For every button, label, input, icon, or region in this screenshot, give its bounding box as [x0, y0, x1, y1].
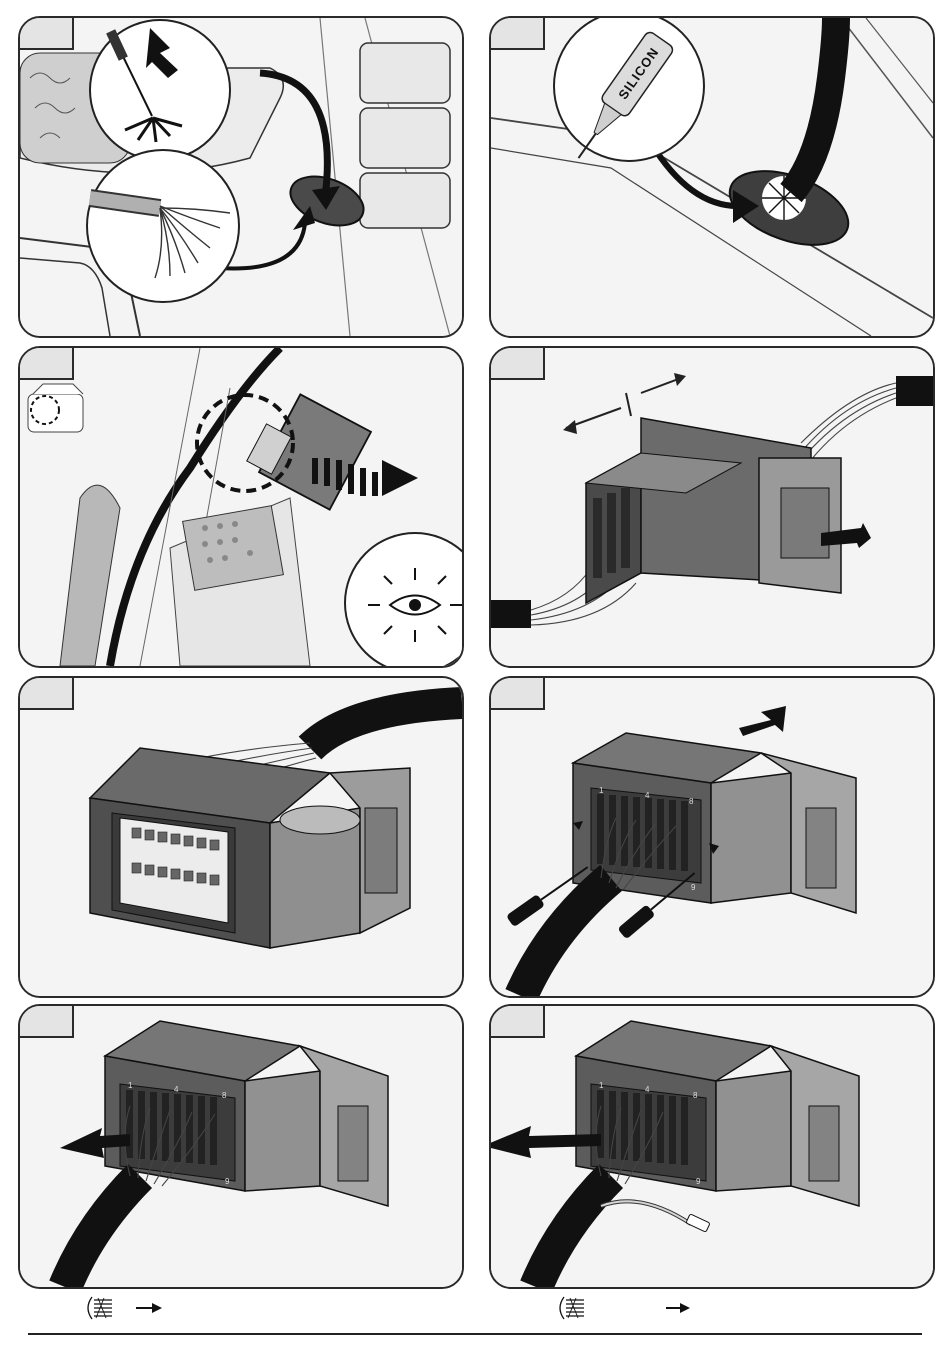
- panel-7: 1 4 8 9: [18, 1004, 464, 1289]
- pin-number-4: 4: [645, 1085, 650, 1094]
- pin-number-9: 9: [225, 1177, 230, 1186]
- panel-7-illustration: 1 4 8 9: [20, 1006, 462, 1287]
- panel-2-illustration: SILICON: [491, 18, 933, 336]
- panel-6: 1 4 8 9: [489, 676, 935, 998]
- pin-number-4: 4: [174, 1085, 179, 1094]
- pin-number-1: 1: [599, 1081, 604, 1090]
- pin-number-4: 4: [645, 791, 650, 800]
- step-number-tab: [489, 16, 545, 50]
- step-number-tab: [18, 676, 74, 710]
- footer-divider: [28, 1333, 922, 1335]
- step-number-tab: [18, 16, 74, 50]
- legend-left: [80, 1295, 180, 1321]
- panel-1-illustration: [20, 18, 462, 336]
- step-number-tab: [18, 346, 74, 380]
- pin-number-1: 1: [599, 786, 604, 795]
- fog-lamp-icon: [560, 1297, 584, 1319]
- pin-number-8: 8: [689, 797, 694, 806]
- panel-8: 1 4 8 9: [489, 1004, 935, 1289]
- pin-number-8: 8: [693, 1091, 698, 1100]
- panel-3-illustration: [20, 348, 462, 666]
- panel-4-illustration: [491, 348, 933, 666]
- panel-4: [489, 346, 935, 668]
- step-number-tab: [18, 1004, 74, 1038]
- panel-5-illustration: [20, 678, 462, 996]
- step-number-tab: [489, 346, 545, 380]
- pin-number-9: 9: [696, 1177, 701, 1186]
- arrow-right-icon: [136, 1303, 162, 1313]
- step-number-tab: [489, 1004, 545, 1038]
- panel-3: [18, 346, 464, 668]
- pin-number-8: 8: [222, 1091, 227, 1100]
- legend-right: [552, 1295, 702, 1321]
- panel-8-illustration: 1 4 8 9: [491, 1006, 933, 1287]
- panel-5: [18, 676, 464, 998]
- panel-1: [18, 16, 464, 338]
- panel-2: SILICON: [489, 16, 935, 338]
- fog-lamp-icon: [88, 1297, 112, 1319]
- panel-6-illustration: 1 4 8 9: [491, 678, 933, 996]
- arrow-right-icon: [666, 1303, 690, 1313]
- pin-number-1: 1: [128, 1081, 133, 1090]
- step-number-tab: [489, 676, 545, 710]
- pin-number-9: 9: [691, 883, 696, 892]
